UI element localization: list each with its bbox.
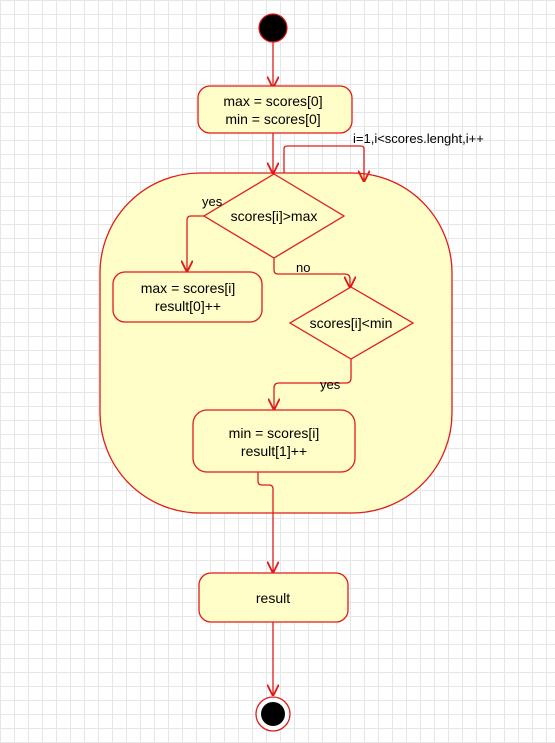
update-min-line-1: min = scores[i] [229, 425, 320, 441]
yes-label-max: yes [202, 194, 223, 209]
loop-back-edge [283, 145, 364, 181]
loop-condition-label: i=1,i<scores.lenght,i++ [353, 131, 484, 146]
start-node [258, 13, 288, 43]
init-action [197, 85, 353, 134]
end-node-core [261, 702, 285, 726]
update-max-line-2: result[0]++ [155, 298, 221, 314]
init-line-2: min = scores[0] [225, 111, 320, 127]
no-label-max: no [296, 260, 310, 275]
update-max-action [112, 271, 263, 323]
edge-min-to-loop-end [257, 472, 274, 513]
decision-min-label: scores[i]<min [310, 315, 393, 331]
edge-max-yes [187, 215, 204, 271]
edge-max-no [273, 258, 350, 287]
yes-label-min: yes [320, 377, 341, 392]
update-max-line-1: max = scores[i] [141, 280, 236, 296]
edge-min-yes [274, 359, 352, 409]
update-min-action [192, 409, 356, 473]
result-label: result [256, 590, 290, 606]
update-min-line-2: result[1]++ [241, 443, 307, 459]
init-line-1: max = scores[0] [223, 93, 322, 109]
decision-max-label: scores[i]>max [231, 208, 318, 224]
